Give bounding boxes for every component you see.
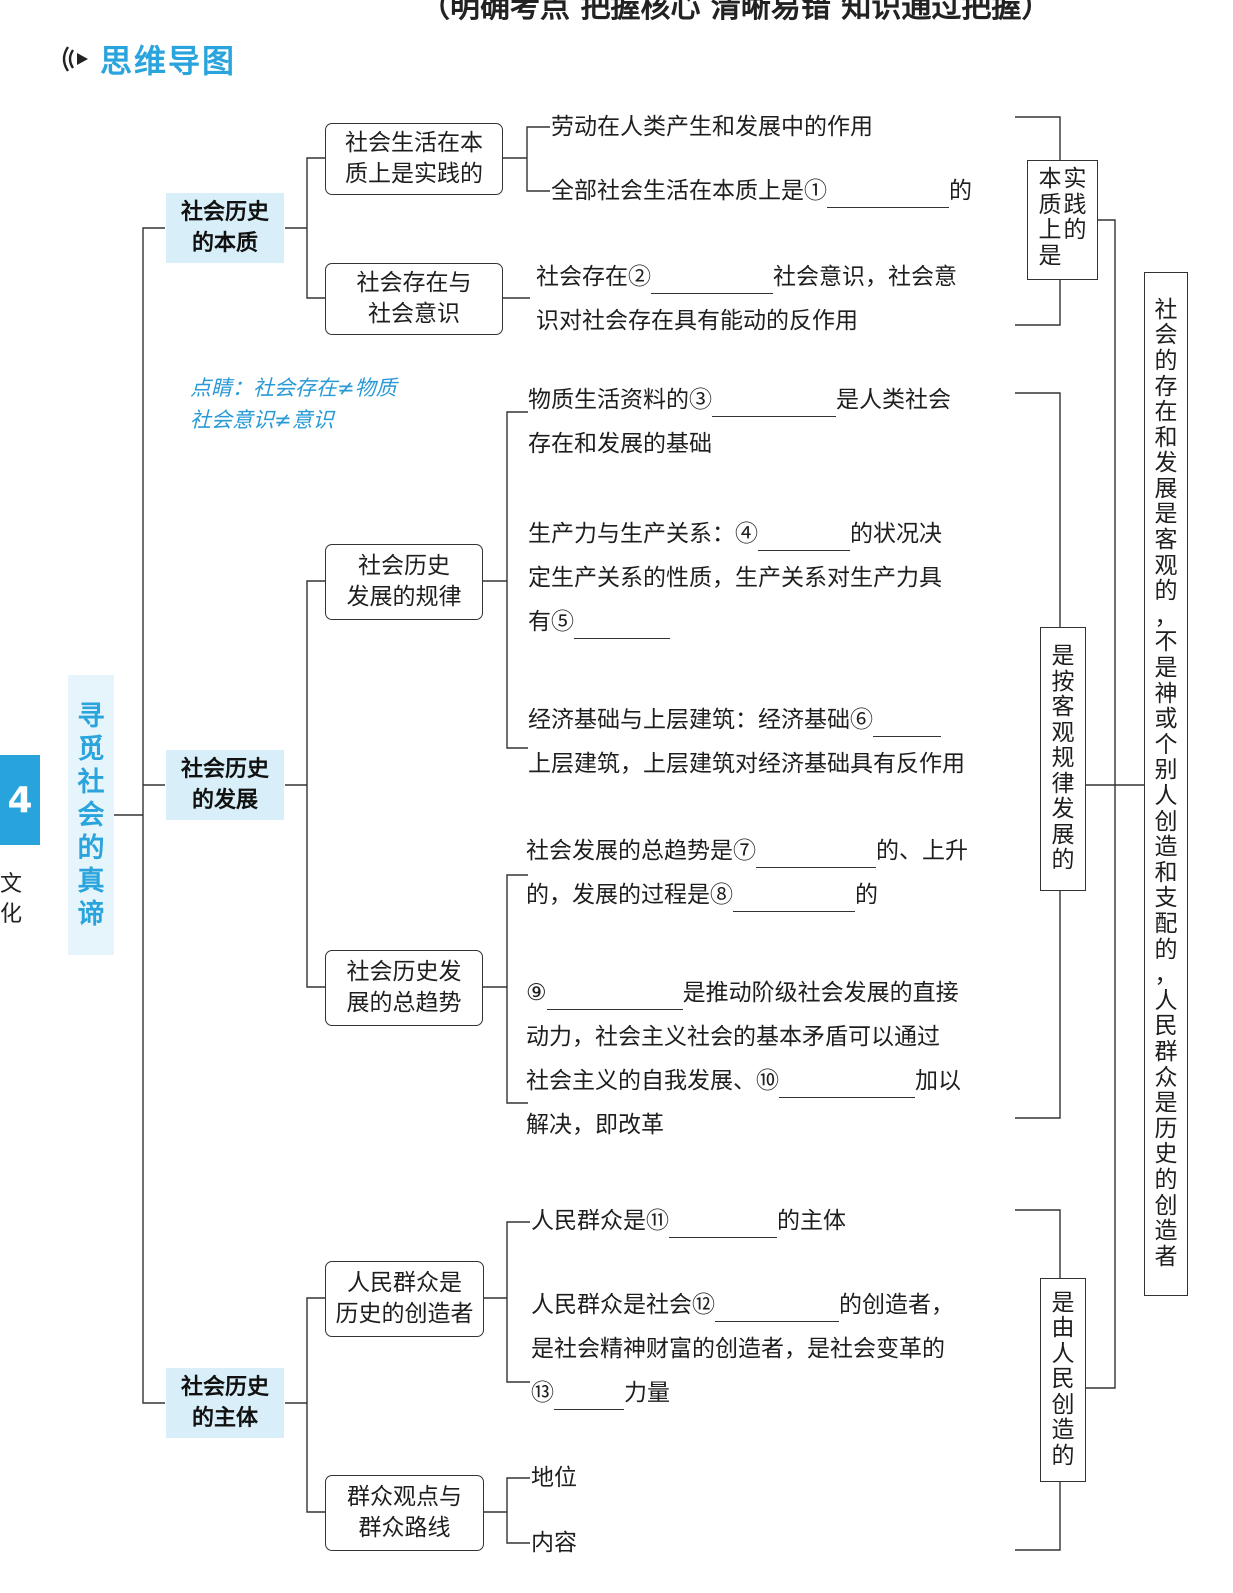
conclusion-objective-laws: 是 按 客 观 规 律 发 展 的 (1040, 627, 1086, 891)
final-char: 发 (1154, 450, 1178, 477)
final-char: 的 (1154, 1166, 1178, 1193)
conclusion-practice: 本 质 上 是 实 践 的 (1027, 160, 1098, 280)
final-char: 展 (1154, 475, 1178, 502)
final-char: 是 (1154, 1090, 1178, 1117)
blank-13[interactable] (554, 1379, 624, 1410)
final-char: 配 (1154, 910, 1178, 937)
sub-general-trend: 社会历史发 展的总趋势 (325, 950, 483, 1026)
blank-5[interactable] (574, 608, 670, 639)
final-char: 和 (1154, 859, 1178, 886)
blank-11[interactable] (669, 1207, 777, 1238)
final-conclusion: 社会的存在和发展是客观的，不是神或个别人创造和支配的，人民群众是历史的创造者 (1144, 272, 1188, 1296)
blank-8[interactable] (733, 881, 855, 912)
blank-7[interactable] (756, 837, 876, 868)
sub-people-creators: 人民群众是 历史的创造者 (325, 1261, 484, 1337)
page-header: 思维导图 (58, 36, 236, 82)
final-char: 人 (1154, 987, 1178, 1014)
final-char: 造 (1154, 834, 1178, 861)
final-char: 和 (1154, 424, 1178, 451)
final-char: 存 (1154, 373, 1178, 400)
final-char: 神 (1154, 680, 1178, 707)
final-char: 众 (1154, 1064, 1178, 1091)
final-char: 民 (1154, 1013, 1178, 1040)
blank-3[interactable] (712, 386, 836, 417)
final-char: 是 (1154, 655, 1178, 682)
blank-9[interactable] (546, 979, 683, 1010)
section-subject: 社会历史 的主体 (166, 1368, 284, 1438)
blank-10[interactable] (779, 1067, 915, 1098)
final-char: 客 (1154, 527, 1178, 554)
detail-labor: 劳动在人类产生和发展中的作用 (551, 114, 873, 140)
final-char: 的 (1154, 578, 1178, 605)
sound-wave-icon (62, 46, 88, 72)
final-char: 支 (1154, 885, 1178, 912)
final-char: 别 (1154, 757, 1178, 784)
final-char: 历 (1154, 1115, 1178, 1142)
final-char: 在 (1154, 399, 1178, 426)
final-char: 的 (1154, 347, 1178, 374)
sub-mass-viewpoint: 群众观点与 群众路线 (325, 1475, 484, 1551)
sub-history-laws: 社会历史 发展的规律 (325, 544, 483, 620)
final-char: 者 (1154, 1243, 1178, 1270)
final-char: 或 (1154, 706, 1178, 733)
sub-social-life-practice: 社会生活在本 质上是实践的 (325, 123, 503, 195)
chapter-tab: 4 (0, 755, 40, 845)
tip-annotation: 点睛：社会存在≠物质 社会意识≠意识 (190, 376, 397, 432)
blank-12[interactable] (715, 1291, 839, 1322)
conclusion-people-created: 是 由 人 民 创 造 的 (1040, 1278, 1086, 1482)
final-char: ， (1154, 962, 1178, 989)
final-char: 造 (1154, 1218, 1178, 1245)
side-fragment: 文化 (0, 872, 23, 927)
blank-1[interactable] (827, 177, 949, 208)
detail-economic-base: 经济基础与上层建筑：经济基础⑥ 上层建筑，上层建筑对经济基础具有反作用 (528, 706, 965, 777)
final-char: 创 (1154, 808, 1178, 835)
final-char: 人 (1154, 783, 1178, 809)
header-title: 思维导图 (100, 42, 237, 80)
final-char: 是 (1154, 501, 1178, 528)
detail-status: 地位 (531, 1465, 577, 1491)
section-development: 社会历史 的发展 (166, 750, 284, 820)
final-char: 史 (1154, 1141, 1178, 1168)
blank-4[interactable] (758, 520, 850, 551)
final-char: 会 (1154, 322, 1178, 349)
detail-content: 内容 (531, 1530, 577, 1556)
blank-2[interactable] (651, 263, 773, 294)
final-char: 创 (1154, 1192, 1178, 1219)
section-nature: 社会历史 的本质 (166, 193, 284, 263)
top-cut-text: （明确考点 把握核心 清晰易错 知识通过把握） (420, 0, 1052, 25)
final-char: 群 (1154, 1038, 1178, 1065)
final-char: ， (1154, 603, 1178, 630)
final-char: 的 (1154, 936, 1178, 963)
root-topic: 寻 觅 社 会 的 真 谛 (68, 675, 114, 955)
blank-6[interactable] (873, 706, 941, 737)
final-char: 不 (1154, 629, 1178, 656)
final-char: 社 (1154, 296, 1178, 323)
final-char: 个 (1154, 731, 1178, 758)
final-char: 观 (1154, 552, 1178, 579)
sub-social-being-consciousness: 社会存在与 社会意识 (325, 263, 503, 335)
